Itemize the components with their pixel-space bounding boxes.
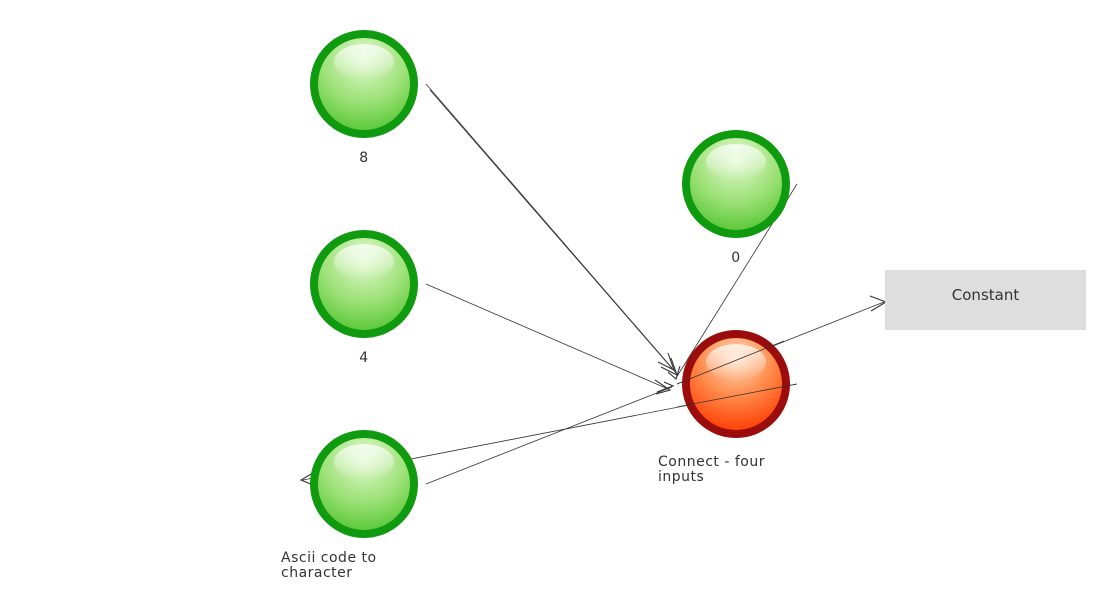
- node-0[interactable]: [682, 130, 790, 238]
- edge-overlay: [676, 383, 798, 408]
- arrowhead-icon: [656, 381, 675, 393]
- constant-label: Constant: [951, 286, 1020, 304]
- node-ascii-label: Ascii code to character: [281, 550, 377, 581]
- arrowhead-icon: [667, 365, 681, 380]
- constant-node[interactable]: Constant: [885, 270, 1086, 330]
- node-connect[interactable]: [682, 330, 790, 438]
- edge-4-to-connect[interactable]: [425, 283, 669, 390]
- edge-8-to-connect-b[interactable]: [429, 89, 677, 374]
- node-connect-label: Connect - four inputs: [658, 454, 765, 485]
- node-ascii[interactable]: [310, 430, 418, 538]
- arrowhead-icon: [657, 352, 675, 372]
- node-4-label: 4: [359, 350, 369, 366]
- node-8-label: 8: [359, 150, 369, 166]
- arrowhead-icon: [654, 379, 672, 395]
- edge-ascii-to-connect[interactable]: [425, 386, 673, 485]
- edge-overlay: [676, 340, 785, 385]
- node-4[interactable]: [310, 230, 418, 338]
- node-8[interactable]: [310, 30, 418, 138]
- arrowhead-icon: [869, 295, 888, 312]
- node-0-label: 0: [731, 250, 741, 266]
